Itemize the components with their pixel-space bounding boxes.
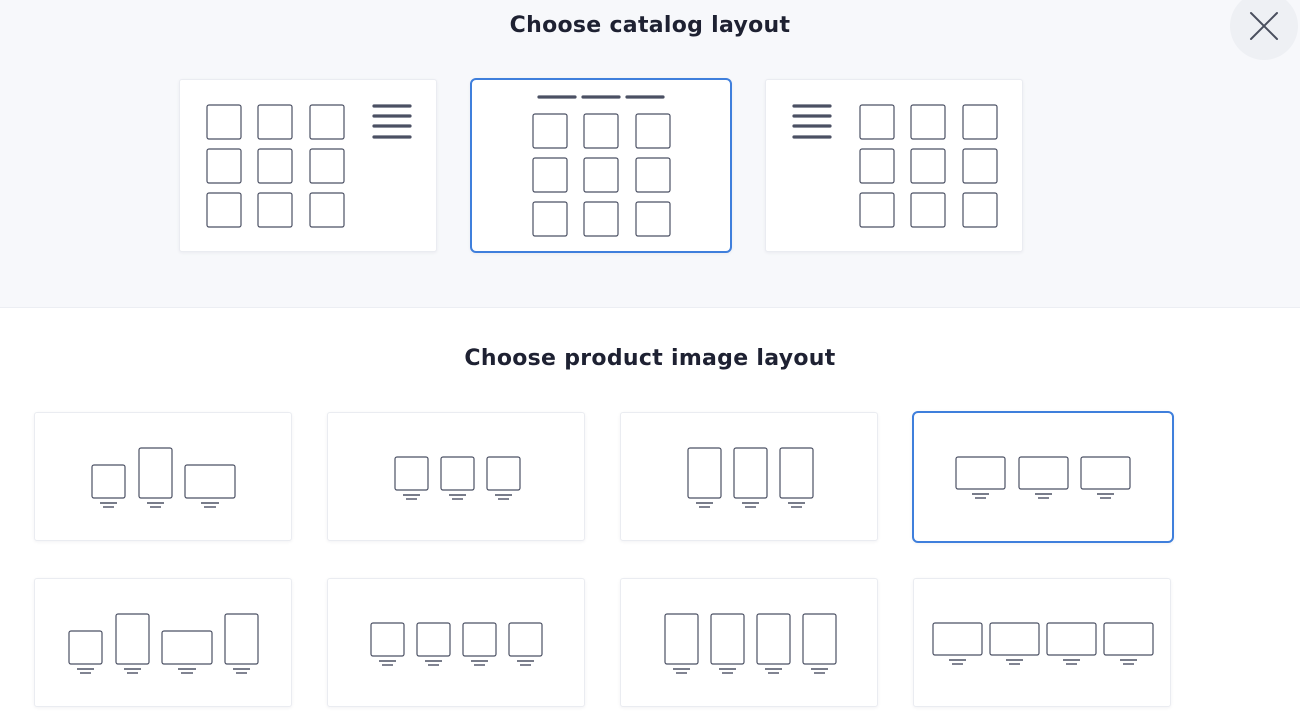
product-image-layout-title: Choose product image layout [464, 346, 836, 371]
close-icon [1250, 12, 1278, 40]
catalog-layout-grid-top-menu[interactable] [470, 78, 732, 253]
mixed-frames-4-icon [68, 613, 259, 674]
grid-left-menu-icon [792, 104, 998, 228]
catalog-layout-title: Choose catalog layout [509, 13, 791, 38]
catalog-layout-section: Choose catalog layout [0, 0, 1300, 308]
portrait-frames-4-icon [664, 613, 837, 674]
catalog-layout-grid-right-menu[interactable] [179, 79, 437, 252]
landscape-frames-4-icon [932, 622, 1154, 665]
image-layout-landscape-3[interactable] [912, 411, 1174, 543]
square-frames-4-icon [370, 622, 543, 666]
image-layout-mixed-3[interactable] [34, 412, 292, 541]
close-button[interactable] [1230, 0, 1298, 60]
image-layout-square-4[interactable] [327, 578, 585, 707]
image-layout-landscape-4[interactable] [913, 578, 1171, 707]
image-layout-portrait-4[interactable] [620, 578, 878, 707]
mixed-frames-icon [91, 447, 236, 508]
grid-right-menu-icon [206, 104, 412, 228]
grid-top-menu-icon [532, 95, 671, 237]
square-frames-icon [394, 456, 521, 500]
portrait-frames-icon [687, 447, 814, 508]
catalog-layout-grid-left-menu[interactable] [765, 79, 1023, 252]
image-layout-square-3[interactable] [327, 412, 585, 541]
image-layout-portrait-3[interactable] [620, 412, 878, 541]
image-layout-mixed-4[interactable] [34, 578, 292, 707]
landscape-frames-icon [955, 456, 1131, 499]
